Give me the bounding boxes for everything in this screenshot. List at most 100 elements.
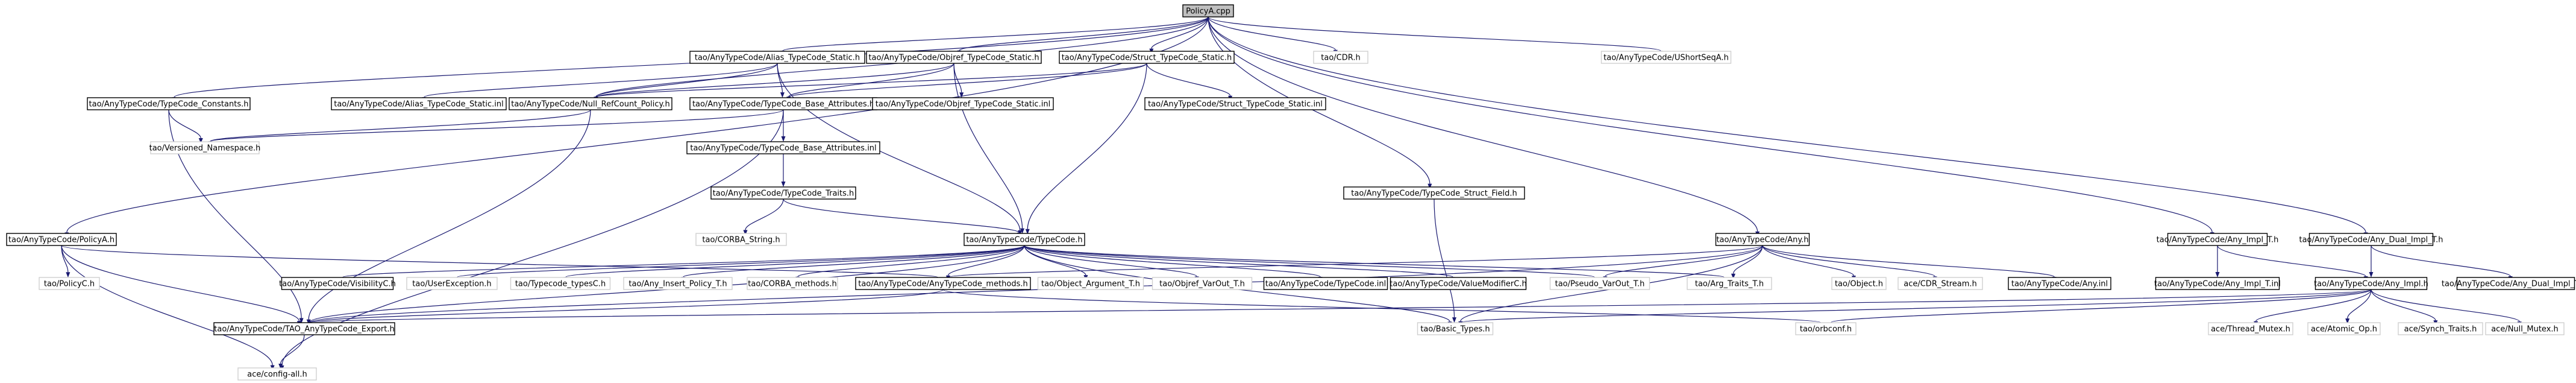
node-box [866,51,1042,64]
node-label: tao/CORBA_String.h [702,236,780,245]
node-typecode-h[interactable]: tao/AnyTypeCode/TypeCode.h [964,233,1085,246]
node-orbconf-h: tao/orbconf.h [1795,322,1857,335]
node-label: tao/AnyTypeCode/Any_Impl_T.inl [2154,280,2281,289]
node-box [213,322,395,335]
node-any-insert-policy-h: tao/Any_Insert_Policy_T.h [623,277,733,290]
node-any-impl-h[interactable]: tao/AnyTypeCode/Any_Impl.h [2314,277,2428,290]
node-label: tao/AnyTypeCode/TypeCode.h [966,236,1082,245]
node-box [1715,233,1810,246]
node-box [1831,277,1887,290]
node-typecode-typesc-h: tao/Typecode_typesC.h [510,277,611,290]
node-label: PolicyA.cpp [1186,7,1230,16]
node-box [1313,51,1368,64]
node-label: tao/Pseudo_VarOut_T.h [1555,280,1645,289]
node-label: tao/Arg_Traits_T.h [1695,280,1764,289]
node-tao-export-h[interactable]: tao/AnyTypeCode/TAO_AnyTypeCode_Export.h [213,322,395,335]
edge-any_impl_h-to-synch_traits_h [2371,289,2438,326]
node-label: tao/AnyTypeCode/TypeCode_Base_Attributes… [692,100,874,109]
node-box [1795,322,1857,335]
node-label: tao/AnyTypeCode/Objref_TypeCode_Static.h [868,54,1039,63]
node-alias-static-inl[interactable]: tao/AnyTypeCode/Alias_TypeCode_Static.in… [331,97,507,110]
node-label: tao/Versioned_Namespace.h [149,144,261,153]
node-label: tao/AnyTypeCode/Any_Impl.h [2314,280,2428,289]
node-traits-h[interactable]: tao/AnyTypeCode/TypeCode_Traits.h [710,186,856,200]
node-atc-methods-h[interactable]: tao/AnyTypeCode/AnyTypeCode_methods.h [855,277,1031,290]
node-box [1390,277,1527,290]
edge-atc_methods_h-to-orbconf_h [942,289,1823,328]
node-box [510,277,611,290]
node-userexception-h: tao/UserException.h [406,277,498,290]
node-box [964,233,1085,246]
node-objref-varout-h: tao/Objref_VarOut_T.h [1152,277,1253,290]
edge-objref_static_h-to-typecode_h [953,63,1025,234]
node-box [1263,277,1388,290]
node-box [2167,233,2268,246]
node-box [331,97,507,110]
node-box [87,97,251,110]
node-basic-types-h: tao/Basic_Types.h [1417,322,1494,335]
node-box [1600,51,1732,64]
edge-base_attr_inl-to-traits_h [781,153,786,187]
node-label: tao/AnyTypeCode/AnyTypeCode_methods.h [858,280,1028,289]
node-label: tao/AnyTypeCode/Null_RefCount_Policy.h [511,100,669,109]
node-struct-field-h[interactable]: tao/AnyTypeCode/TypeCode_Struct_Field.h [1343,186,1525,200]
node-any-impl-t-h[interactable]: tao/AnyTypeCode/Any_Impl_T.h [2157,233,2279,246]
node-box [237,367,317,381]
node-box [1898,277,1983,290]
node-label: tao/AnyTypeCode/VisibilityC.h [279,280,396,289]
node-objref-static-h[interactable]: tao/AnyTypeCode/Objref_TypeCode_Static.h [866,51,1042,64]
edge-alias_static_h-to-alias_static_inl [422,63,778,103]
node-any-dual-impl-t-inl[interactable]: tao/AnyTypeCode/Any_Dual_Impl_T.inl [2442,277,2576,290]
edge-policya_cpp-to-any_impl_t_h [1208,16,2214,238]
node-box [1687,277,1772,290]
node-box [2008,277,2111,290]
node-label: tao/AnyTypeCode/TAO_AnyTypeCode_Export.h [214,325,394,334]
node-constants-h[interactable]: tao/AnyTypeCode/TypeCode_Constants.h [87,97,251,110]
node-base-attr-inl[interactable]: tao/AnyTypeCode/TypeCode_Base_Attributes… [686,141,880,154]
node-box [406,277,498,290]
node-policya-h[interactable]: tao/AnyTypeCode/PolicyA.h [6,233,117,246]
edge-null_refcount_h-to-versioned_ns_h [208,109,591,147]
edge-policya_cpp-to-any_h [1208,16,1760,237]
node-label: tao/Objref_VarOut_T.h [1159,280,1245,289]
node-label: tao/UserException.h [412,280,491,289]
node-ushortseq-h: tao/AnyTypeCode/UShortSeqA.h [1600,51,1732,64]
node-layer: PolicyA.cpp tao/AnyTypeCode/Alias_TypeCod… [6,4,2576,381]
edge-policya_cpp-to-struct_field_h [1208,16,1432,189]
node-box [6,233,117,246]
node-object-h: tao/Object.h [1831,277,1887,290]
edge-policya_cpp-to-alias_static_h [780,16,1209,57]
node-box [872,97,1054,110]
node-label: tao/PolicyC.h [44,280,95,289]
node-typecode-inl[interactable]: tao/AnyTypeCode/TypeCode.inl [1263,277,1388,290]
node-base-attr-h[interactable]: tao/AnyTypeCode/TypeCode_Base_Attributes… [689,97,877,110]
node-any-impl-t-inl[interactable]: tao/AnyTypeCode/Any_Impl_T.inl [2154,277,2281,290]
node-struct-static-inl[interactable]: tao/AnyTypeCode/Struct_TypeCode_Static.i… [1144,97,1326,110]
node-valuemodifierc-h[interactable]: tao/AnyTypeCode/ValueModifierC.h [1390,277,1527,290]
node-visibilityc-h[interactable]: tao/AnyTypeCode/VisibilityC.h [279,277,396,290]
edge-constants_h-to-versioned_ns_h [168,109,203,144]
node-label: tao/Object_Argument_T.h [1041,280,1140,289]
edge-tao_export_h-to-config_all_h [278,334,305,370]
node-policya-cpp[interactable]: PolicyA.cpp [1182,4,1234,17]
node-box [2308,233,2434,246]
node-thread-mutex-h: ace/Thread_Mutex.h [2208,322,2293,335]
node-null-refcount-h[interactable]: tao/AnyTypeCode/Null_RefCount_Policy.h [509,97,672,110]
node-config-all-h: ace/config-all.h [237,367,317,381]
node-objref-static-inl[interactable]: tao/AnyTypeCode/Objref_TypeCode_Static.i… [872,97,1054,110]
edge-any_dual_impl_t_h-to-any_impl_h [2369,245,2374,277]
edge-null_refcount_h-to-tao_export_h [306,109,591,325]
node-struct-static-h[interactable]: tao/AnyTypeCode/Struct_TypeCode_Static.h [1059,51,1235,64]
node-label: tao/AnyTypeCode/TypeCode_Struct_Field.h [1351,189,1517,198]
node-any-inl[interactable]: tao/AnyTypeCode/Any.inl [2008,277,2111,290]
node-label: tao/AnyTypeCode/Any.inl [2011,280,2108,289]
node-label: tao/AnyTypeCode/Objref_TypeCode_Static.i… [876,100,1050,109]
node-alias-static-h[interactable]: tao/AnyTypeCode/Alias_TypeCode_Static.h [689,51,865,64]
node-any-dual-impl-t-h[interactable]: tao/AnyTypeCode/Any_Dual_Impl_T.h [2299,233,2443,246]
node-any-h[interactable]: tao/AnyTypeCode/Any.h [1715,233,1810,246]
edge-policya_cpp-to-policya_h [64,16,1209,238]
node-label: tao/AnyTypeCode/Struct_TypeCode_Static.h [1062,54,1232,63]
edge-typecode_h-to-userexception_h [455,245,1025,283]
node-label: ace/Null_Mutex.h [2491,325,2559,334]
node-label: tao/AnyTypeCode/Struct_TypeCode_Static.i… [1148,100,1323,109]
